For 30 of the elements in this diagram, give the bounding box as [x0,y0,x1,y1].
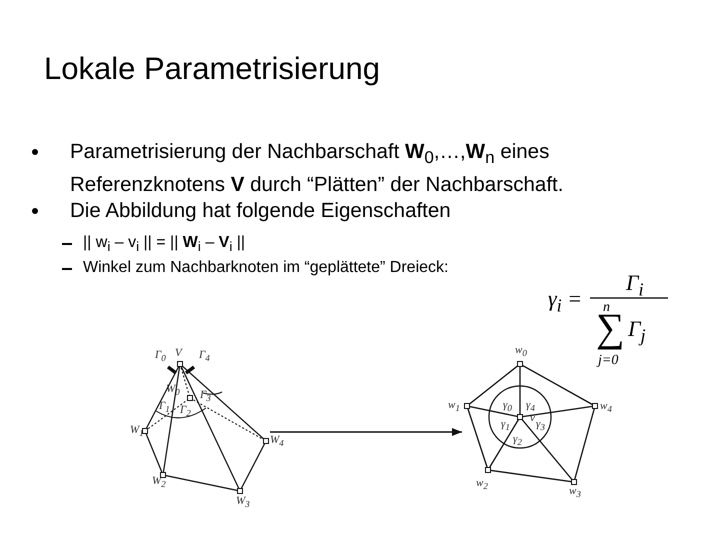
formula-term: γ$_{i}$ = [548,288,582,315]
angle-label: Γ$_{1}$ [159,401,170,414]
bullet-text: Parametrisierung der Nachbarschaft W$_{0}$,…,W$_{n}$ eines Referenzknotens V durch “Plätten” der Nachbarschaft. [70,139,564,198]
vertex-label: W$_{3}$ [236,496,250,510]
formula-term: Γ$_{j}$ [628,318,646,345]
angle-label: γ$_{3}$ [536,419,545,432]
angle-label: Γ$_{4}$ [199,350,210,364]
angle-label: γ$_{0}$ [503,400,512,414]
angle-label: γ$_{2}$ [513,434,522,448]
angle-label: γ$_{1}$ [501,419,510,432]
vertex-label: W$_{4}$ [270,435,284,448]
vertex-label: w$_{3}$ [569,486,581,500]
vertex-label: w$_{1}$ [448,400,460,414]
sub-bullet-text: || w$_{i}$ – v$_{i}$ || = || W$_{i}$ – V$_{i}$ || [83,233,246,256]
slide-title: Lokale Parametrisierung [44,50,380,88]
vertex-label: w$_{4}$ [600,401,612,414]
angle-label: Γ$_{0}$ [155,350,166,364]
angle-label: γ$_{4}$ [526,400,535,414]
bullet-text: Die Abbildung hat folgende Eigenschaften [70,198,452,224]
vertex-label: w$_{2}$ [476,478,488,492]
angle-label: Γ$_{2}$ [180,405,191,418]
vertex-label: W$_{2}$ [152,476,166,490]
angle-label: Γ$_{3}$ [200,390,211,404]
vertex-label: v [530,413,535,424]
arrow [270,428,462,436]
vertex-label: V [175,348,182,359]
sub-bullet-text: Winkel zum Nachbarknoten im “geplättete” Dreieck: [83,258,448,278]
vertex-label: w$_{0}$ [515,345,527,358]
formula-numerator: Γ$_{i}$ [626,272,644,299]
sum-limit: j=0 [598,354,618,368]
